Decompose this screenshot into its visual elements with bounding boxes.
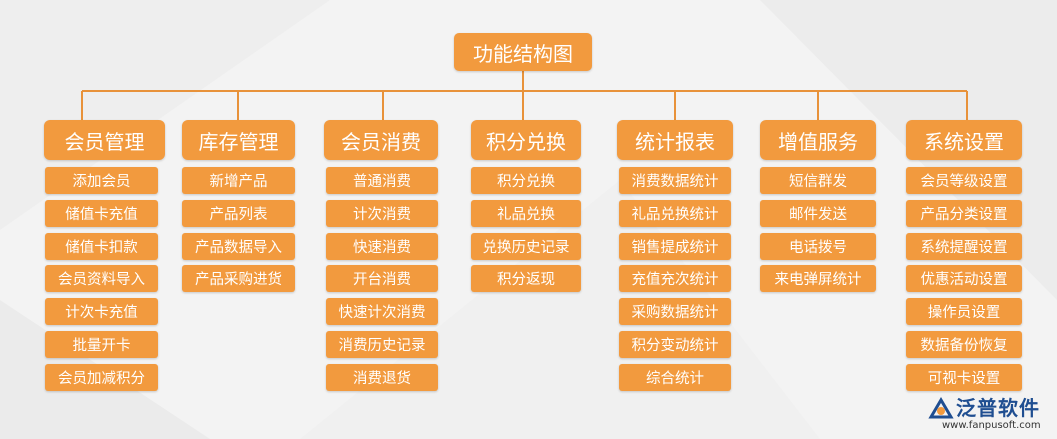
column-item: 兑换历史记录 [471, 232, 581, 260]
column-item: 会员加减积分 [45, 363, 158, 391]
column-item: 积分变动统计 [619, 331, 731, 358]
column-item: 批量开卡 [45, 331, 158, 358]
column-item: 短信群发 [760, 167, 876, 194]
column-item: 销售提成统计 [619, 232, 731, 260]
column-item: 新增产品 [182, 167, 295, 194]
column-item: 电话拨号 [760, 232, 876, 260]
brand-name: 泛普软件 [956, 396, 1040, 420]
column-item: 数据备份恢复 [906, 331, 1022, 358]
column-item: 操作员设置 [906, 298, 1022, 326]
column-item: 储值卡充值 [45, 199, 158, 227]
fanpu-logo-icon [928, 397, 954, 419]
column-item: 计次消费 [326, 199, 438, 227]
column-item: 产品分类设置 [906, 199, 1022, 227]
column-item: 积分兑换 [471, 167, 581, 194]
column-header-member-consumption: 会员消费 [324, 120, 438, 160]
column-item: 产品采购进货 [182, 265, 295, 293]
column-header-points-exchange: 积分兑换 [471, 120, 581, 160]
column-item: 产品数据导入 [182, 232, 295, 260]
column-item: 快速消费 [326, 232, 438, 260]
brand-logo: 泛普软件 www.fanpusoft.com [924, 392, 1050, 434]
column-item: 会员等级设置 [906, 167, 1022, 194]
column-item: 消费历史记录 [326, 331, 438, 358]
column-header-member-management: 会员管理 [44, 120, 165, 160]
diagram-title: 功能结构图 [454, 33, 592, 71]
column-header-inventory-management: 库存管理 [182, 120, 295, 160]
column-item: 采购数据统计 [619, 298, 731, 326]
column-item: 储值卡扣款 [45, 232, 158, 260]
column-item: 系统提醒设置 [906, 232, 1022, 260]
column-item: 开台消费 [326, 265, 438, 293]
column-item: 积分返现 [471, 265, 581, 293]
column-item: 礼品兑换统计 [619, 199, 731, 227]
column-item: 充值充次统计 [619, 265, 731, 293]
column-item: 优惠活动设置 [906, 265, 1022, 293]
column-item: 邮件发送 [760, 199, 876, 227]
column-item: 快速计次消费 [326, 298, 438, 326]
column-item: 会员资料导入 [45, 265, 158, 293]
column-item: 消费数据统计 [619, 167, 731, 194]
column-item: 礼品兑换 [471, 199, 581, 227]
column-item: 计次卡充值 [45, 298, 158, 326]
column-item: 添加会员 [45, 167, 158, 194]
column-item: 可视卡设置 [906, 363, 1022, 391]
column-item: 普通消费 [326, 167, 438, 194]
column-header-value-added-services: 增值服务 [760, 120, 876, 160]
brand-url: www.fanpusoft.com [942, 420, 1041, 431]
column-item: 综合统计 [619, 363, 731, 391]
column-item: 产品列表 [182, 199, 295, 227]
column-item: 消费退货 [326, 363, 438, 391]
column-item: 来电弹屏统计 [760, 265, 876, 293]
column-header-system-settings: 系统设置 [906, 120, 1022, 160]
column-header-statistics-reports: 统计报表 [617, 120, 733, 160]
